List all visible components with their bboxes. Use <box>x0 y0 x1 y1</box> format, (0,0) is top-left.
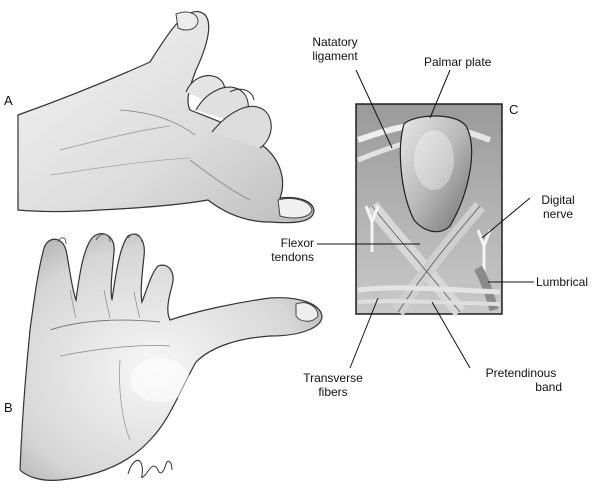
hand-a-drawing <box>17 11 315 224</box>
leader-transverse-fibers <box>349 297 379 369</box>
label-flexor-tendons: Flexor tendons <box>271 236 314 264</box>
label-lumbrical: Lumbrical <box>536 275 589 289</box>
detail-c-drawing <box>355 103 503 317</box>
label-digital-nerve: Digital nerve <box>541 193 575 221</box>
leader-natatory-ligament <box>355 69 393 149</box>
label-palmar-plate: Palmar plate <box>424 55 492 69</box>
panel-label-b: B <box>4 400 13 415</box>
label-transverse-fibers: Transverse fibers <box>303 371 363 399</box>
leader-palmar-plate <box>429 69 451 119</box>
leader-pretendinous-band <box>431 301 471 369</box>
leader-digital-nerve <box>481 197 531 239</box>
hand-b-drawing <box>19 233 323 481</box>
artist-signature <box>127 459 173 479</box>
panel-label-c: C <box>509 102 519 117</box>
leader-lines <box>317 69 534 369</box>
panel-label-a: A <box>4 93 13 108</box>
label-pretendinous-band: Pretendinous band <box>485 366 562 394</box>
label-natatory-ligament: Natatory ligament <box>312 35 358 63</box>
